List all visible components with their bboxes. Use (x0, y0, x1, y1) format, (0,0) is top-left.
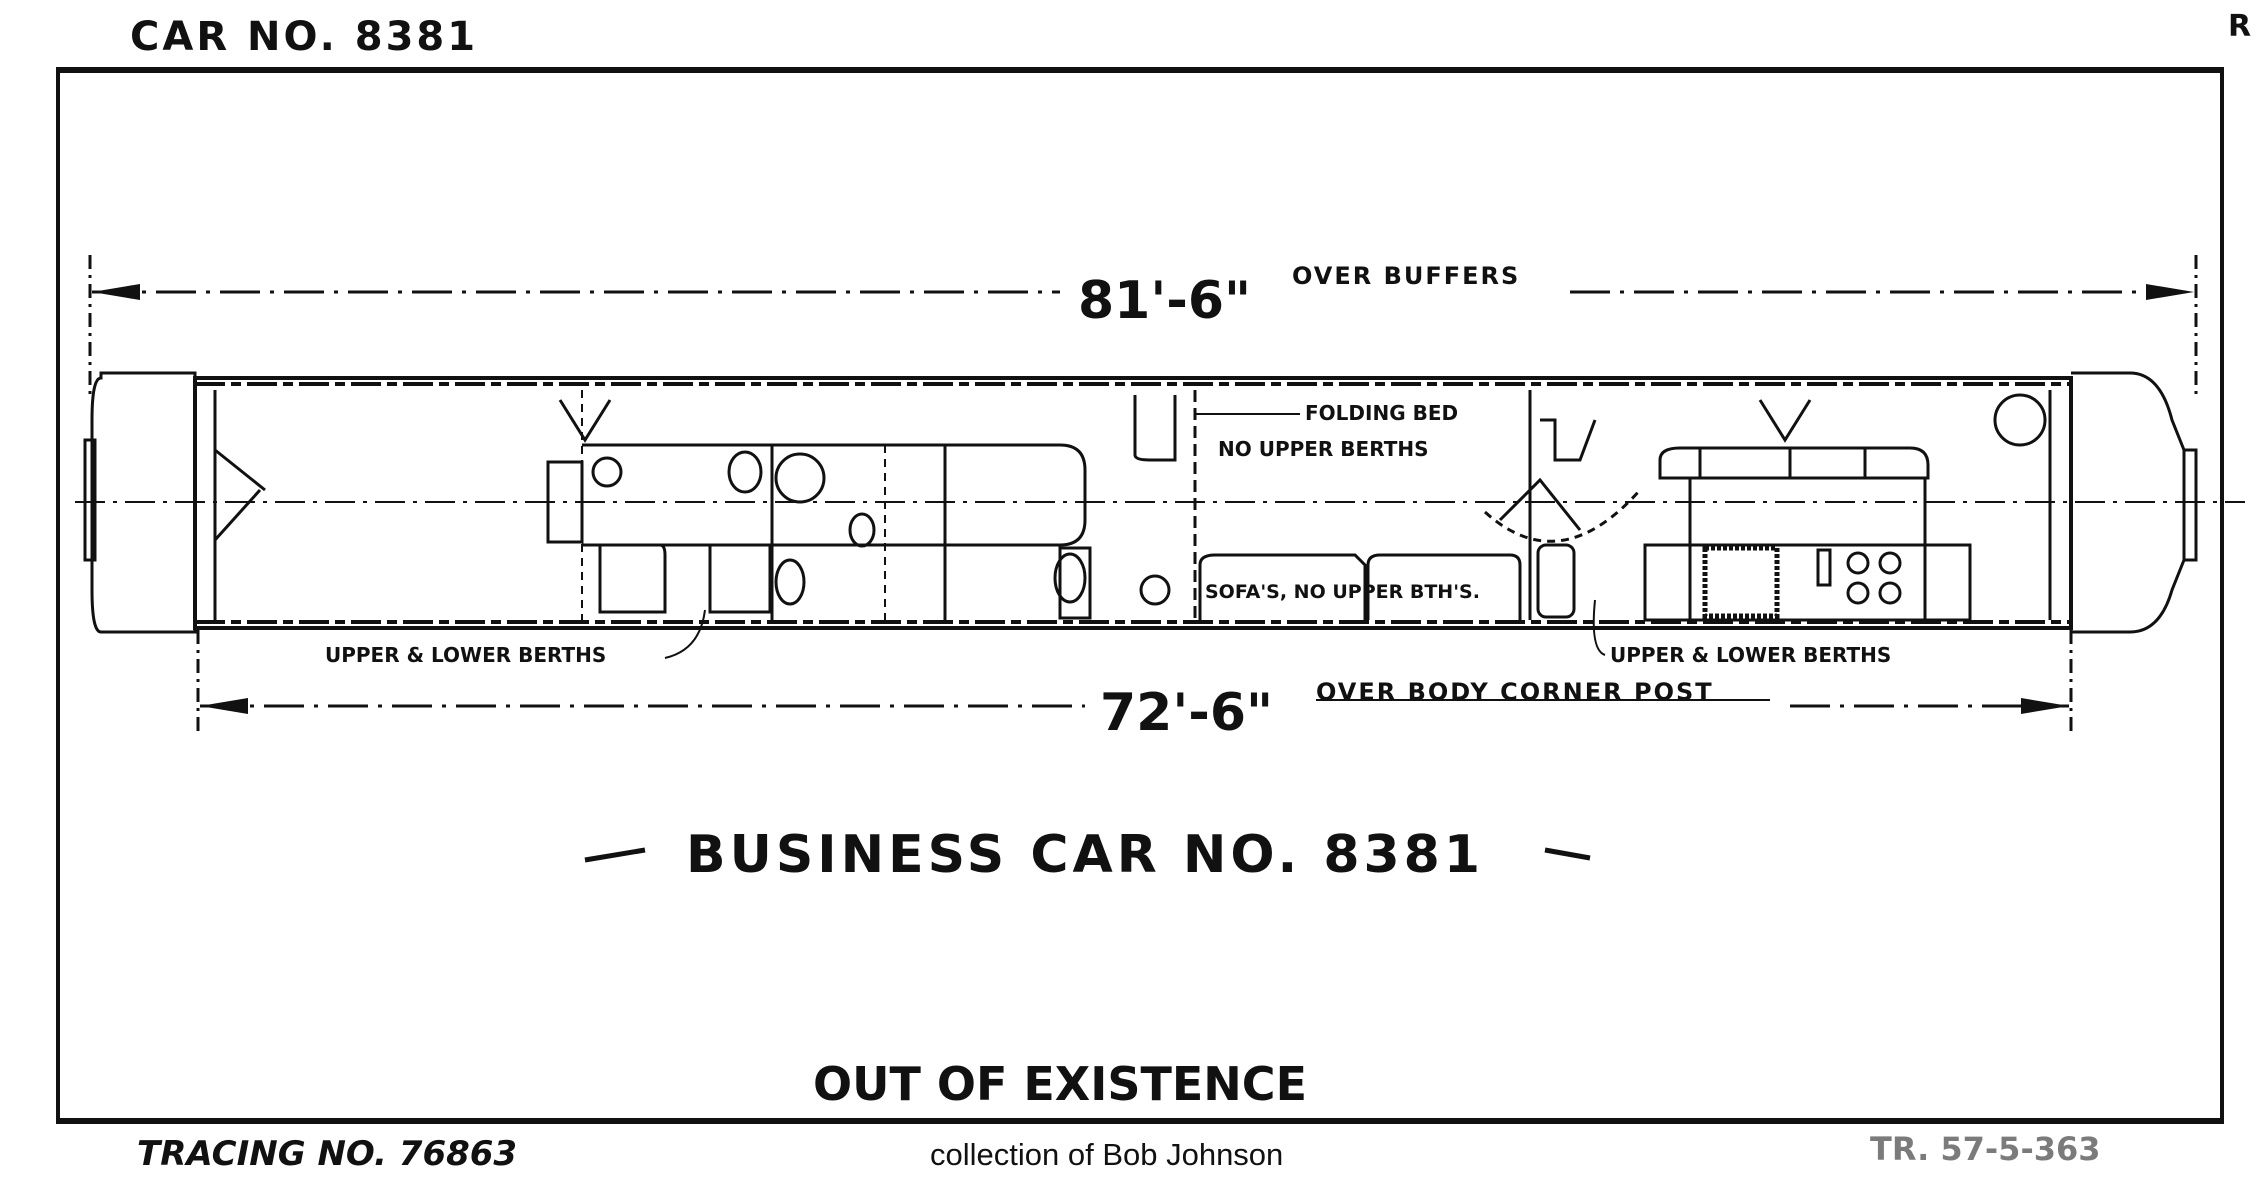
car-floor-plan (75, 371, 2245, 634)
left-berths-label: UPPER & LOWER BERTHS (325, 643, 606, 667)
overall-length-note: OVER BUFFERS (1292, 262, 1520, 290)
car-number-label: CAR NO. 8381 (130, 14, 478, 60)
right-berths-label: UPPER & LOWER BERTHS (1610, 643, 1891, 667)
diagram-title: BUSINESS CAR NO. 8381 (686, 825, 1484, 885)
body-length-value: 72'-6" (1100, 683, 1273, 743)
drawing-frame (56, 67, 2224, 1124)
no-upper-berths-label: NO UPPER BERTHS (1218, 437, 1428, 461)
folding-bed-label: FOLDING BED (1305, 401, 1458, 425)
tracing-number: TRACING NO. 76863 (137, 1134, 517, 1174)
left-berths-leader (664, 609, 706, 659)
smudged-stamp: TR. 57-5-363 (1870, 1130, 2101, 1168)
status-label: OUT OF EXISTENCE (813, 1057, 1307, 1111)
sofas-label: SOFA'S, NO UPPER BTH'S. (1205, 581, 1480, 603)
title-dash-right (1544, 847, 1591, 861)
overall-length-dimension: 81'-6" OVER BUFFERS (88, 255, 2198, 395)
collection-credit: collection of Bob Johnson (930, 1137, 1283, 1172)
body-length-note: OVER BODY CORNER POST (1316, 678, 1714, 706)
corner-mark: R (2228, 9, 2251, 44)
title-dash-left (584, 847, 646, 863)
body-length-dimension: 72'-6" OVER BODY CORNER POST (196, 630, 2073, 743)
right-berths-leader (1592, 599, 1606, 656)
overall-length-value: 81'-6" (1078, 271, 1251, 331)
